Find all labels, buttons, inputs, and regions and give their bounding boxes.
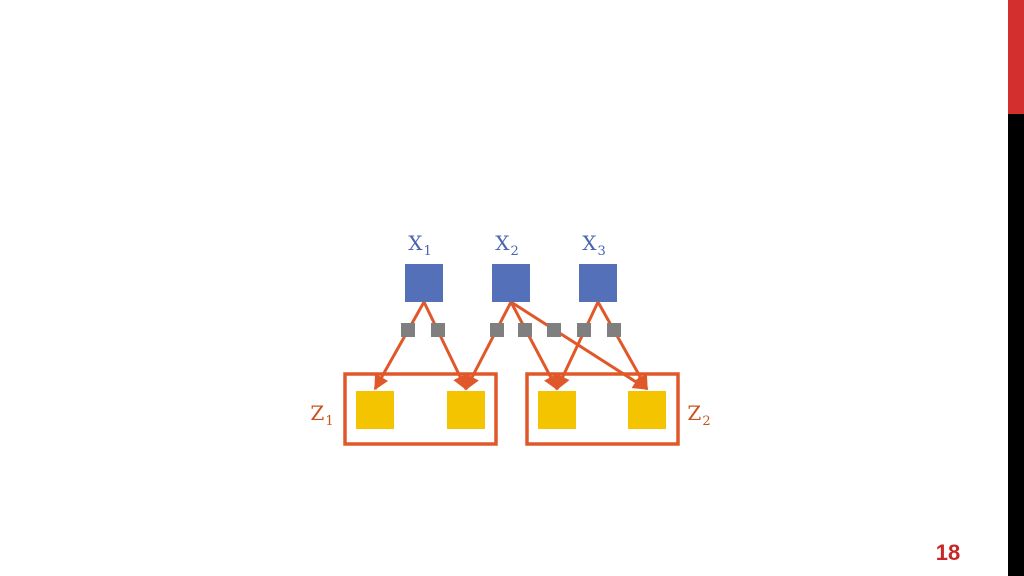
factor-f4	[518, 323, 532, 337]
factor-f1	[401, 323, 415, 337]
label-z1: Z1	[310, 401, 333, 429]
label-z2: Z2	[687, 401, 710, 429]
label-x3: X3	[582, 231, 606, 259]
factor-f6	[577, 323, 591, 337]
node-z2a	[538, 391, 576, 429]
node-x2	[492, 264, 530, 302]
page-number: 18	[935, 540, 961, 565]
factor-f7	[607, 323, 621, 337]
sidebar-accent	[1008, 0, 1024, 114]
label-x2: X2	[495, 231, 519, 259]
edge-x3-z2b	[596, 301, 649, 391]
edge-x2-z1b	[464, 301, 513, 391]
edge-x1-z1a	[373, 301, 426, 391]
factor-f2	[431, 323, 445, 337]
edge-x3-z2a	[555, 301, 600, 391]
factor-f5	[547, 323, 561, 337]
label-x1: X1	[408, 231, 432, 259]
group-box-z2	[525, 372, 680, 446]
factor-f3	[490, 323, 504, 337]
node-z2b	[628, 391, 666, 429]
sidebar-bar	[1008, 0, 1024, 576]
group-box-z1	[343, 372, 498, 446]
node-x1	[405, 264, 443, 302]
edge-x1-z1b	[422, 301, 468, 391]
node-x3	[579, 264, 617, 302]
node-z1b	[447, 391, 485, 429]
node-z1a	[356, 391, 394, 429]
